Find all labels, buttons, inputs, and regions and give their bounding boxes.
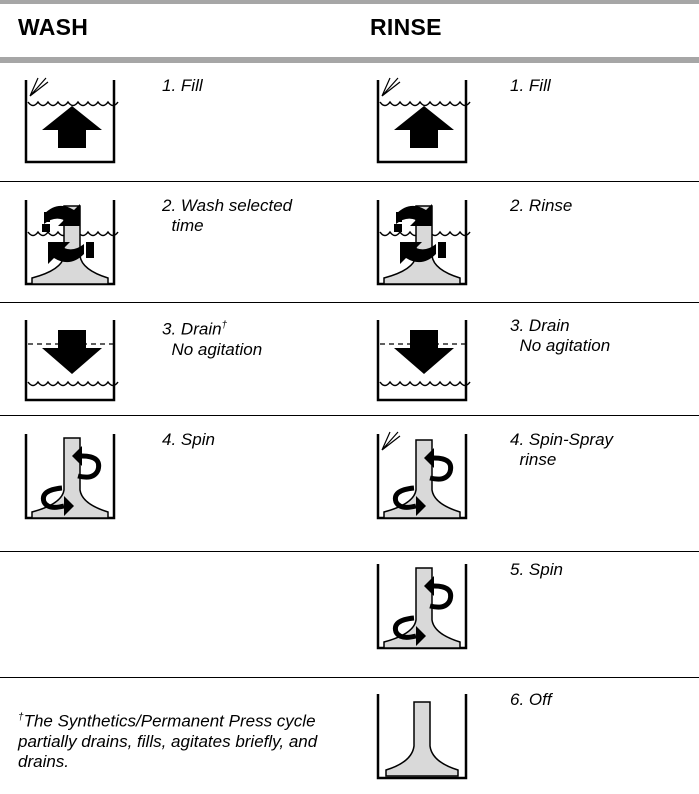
wash-header: WASH	[18, 14, 89, 40]
off-icon	[376, 694, 468, 780]
spin-spray-icon	[376, 431, 468, 520]
rinse-step-4: 4. Spin-Spray rinse	[510, 430, 614, 469]
row-divider	[0, 302, 699, 303]
rinse-step-5: 5. Spin	[510, 560, 563, 579]
rinse-step-3: 3. Drain No agitation	[510, 316, 611, 355]
wash-step-3: 3. Drain† No agitation	[162, 319, 263, 359]
rinse-agitate-icon	[376, 200, 471, 286]
header-rule	[0, 57, 699, 63]
rinse-header: RINSE	[370, 14, 442, 40]
footnote: †The Synthetics/Permanent Press cycle pa…	[18, 711, 318, 771]
top-rule	[0, 0, 699, 4]
drain-icon	[24, 320, 119, 402]
wash-step-2: 2. Wash selected time	[162, 196, 293, 235]
wash-step-4: 4. Spin	[162, 430, 215, 449]
row-divider	[0, 415, 699, 416]
wash-step-1: 1. Fill	[162, 76, 203, 95]
drain-icon	[376, 320, 471, 402]
rinse-step-1: 1. Fill	[510, 76, 551, 95]
fill-icon	[24, 77, 119, 164]
row-divider	[0, 677, 699, 678]
row-divider	[0, 181, 699, 182]
fill-icon	[376, 77, 471, 164]
wash-agitate-icon	[24, 200, 119, 286]
rinse-step-6: 6. Off	[510, 690, 552, 709]
rinse-step-2: 2. Rinse	[510, 196, 573, 215]
spin-icon	[24, 434, 116, 520]
spin-icon	[376, 564, 468, 650]
row-divider	[0, 551, 699, 552]
